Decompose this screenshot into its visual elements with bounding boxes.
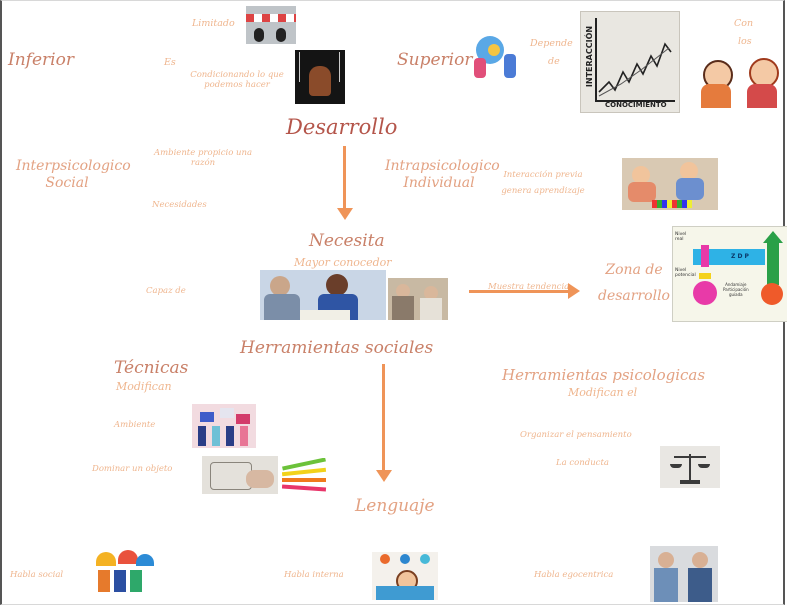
group-people-image — [92, 548, 156, 594]
node-condicionado: Condicionando lo que podemos hacer — [184, 70, 290, 90]
individual-label: Individual — [403, 174, 475, 191]
node-modifican-el: Modifican el — [568, 386, 638, 399]
collab-image — [470, 30, 520, 80]
protest-image — [192, 404, 256, 448]
node-habla-egocentrica: Habla egocentrica — [534, 570, 614, 580]
two-men-talking-image — [650, 546, 718, 602]
zdp-green-arrowhead — [763, 231, 783, 243]
node-depende: Depende — [530, 38, 573, 49]
node-superior: Superior — [397, 50, 473, 70]
node-organizar-pensamiento: Organizar el pensamiento — [520, 430, 632, 440]
zona-de-label: Zona de — [605, 262, 663, 278]
ambiente-propicio-line-2: razón — [190, 158, 216, 169]
node-con: Con — [734, 18, 754, 29]
node-inferior: Inferior — [8, 50, 74, 70]
node-modifican: Modifican — [116, 380, 172, 393]
node-interpsicologico: Interpsicologico Social — [16, 158, 131, 192]
node-ambiente-propicio: Ambiente propicio una razón — [148, 148, 258, 168]
interaccion-chart-lines — [598, 42, 672, 97]
node-dominar-objeto: Dominar un objeto — [92, 464, 173, 474]
node-limitado: Limitado — [192, 18, 235, 29]
kids-playing-image — [622, 158, 718, 210]
node-de: de — [548, 56, 560, 67]
conocimiento-axis-label: CONOCIMIENTO — [605, 101, 667, 109]
social-label: Social — [45, 174, 89, 191]
node-muestra-tendencia: Muestra tendencia — [488, 282, 570, 292]
zdp-yellow-box — [699, 273, 711, 279]
node-tecnicas: Técnicas — [114, 358, 189, 378]
node-capaz-de: Capaz de — [146, 286, 186, 296]
node-desarrollo: Desarrollo — [286, 115, 398, 139]
node-mayor-conocedor: Mayor conocedor — [294, 256, 392, 269]
zdp-pink-bar — [701, 245, 709, 267]
zdp-band — [693, 249, 765, 265]
node-los: los — [738, 36, 752, 47]
condicionado-line-2: podemos hacer — [204, 80, 270, 91]
zdp-orange-circle — [761, 283, 783, 305]
node-conducta: La conducta — [556, 458, 609, 468]
arrow-head-down-2 — [376, 470, 392, 482]
node-zona-desarrollo: Zona de desarrollo — [596, 258, 672, 310]
node-necesita: Necesita — [309, 231, 385, 251]
arrow-to-zona — [469, 290, 569, 293]
arrow-head-down-1 — [337, 208, 353, 220]
elder-helping-image — [388, 278, 448, 320]
interaccion-previa-line-1: Interacción previa — [503, 170, 583, 180]
zdp-label: Z D P — [731, 253, 749, 260]
node-herramientas-psicologicas: Herramientas psicologicas — [502, 366, 706, 384]
node-es: Es — [164, 57, 176, 68]
interaccion-chart-image: INTERACCIÓN CONOCIMIENTO — [580, 11, 680, 113]
markers-image — [282, 458, 328, 492]
children-talking-image — [695, 54, 787, 110]
zona-desarrollo-label: desarrollo — [598, 287, 670, 304]
intrapsicologico-label: Intrapsicologico — [385, 158, 500, 174]
interaccion-axis-label: INTERACCIÓN — [585, 25, 595, 88]
interpsicologico-label: Interpsicologico — [16, 158, 131, 174]
zdp-pink-circle — [693, 281, 717, 305]
node-necesidades: Necesidades — [152, 200, 207, 210]
node-habla-interna: Habla interna — [284, 570, 344, 580]
arrow-to-lenguaje — [382, 364, 385, 472]
condicionado-line-1: Condicionando lo que — [190, 70, 284, 80]
interaccion-previa-line-2: genera aprendizaje — [501, 186, 585, 197]
arrow-head-right — [568, 283, 580, 299]
arrow-desarrollo-necesita — [343, 146, 346, 210]
node-ambiente: Ambiente — [114, 420, 156, 430]
node-interaccion-previa: Interacción previa genera aprendizaje — [494, 170, 592, 196]
zdp-green-arrow — [767, 241, 779, 285]
node-lenguaje: Lenguaje — [355, 496, 435, 516]
justice-scale-image — [660, 446, 720, 488]
barrier-image — [246, 6, 296, 44]
node-intrapsicologico: Intrapsicologico Individual — [385, 158, 500, 192]
ambiente-propicio-line-1: Ambiente propicio una — [153, 148, 253, 158]
puppet-image — [295, 50, 345, 104]
tutoring-image — [260, 270, 386, 320]
drawing-hand-image — [202, 456, 278, 494]
node-herramientas-sociales: Herramientas sociales — [240, 338, 434, 358]
node-habla-social: Habla social — [10, 570, 64, 580]
thinking-woman-image — [372, 552, 438, 600]
